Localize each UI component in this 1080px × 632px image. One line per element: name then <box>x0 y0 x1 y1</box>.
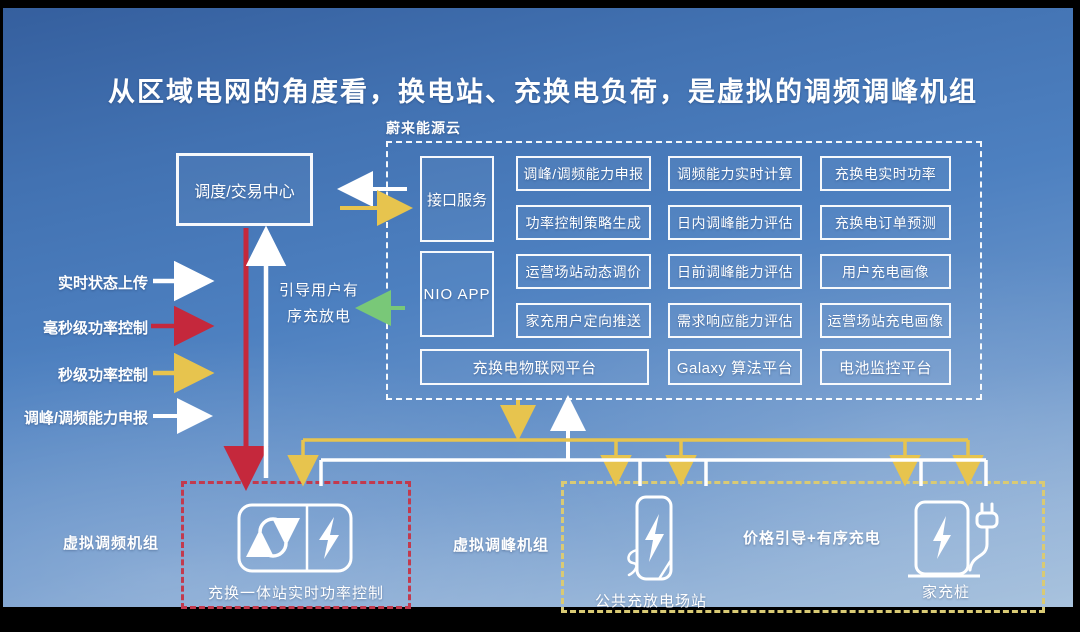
public-station-caption: 公共充放电场站 <box>594 593 707 610</box>
nio-app-box: NIO APP <box>420 251 494 337</box>
cloud-box-dynamic-pricing: 运营场站动态调价 <box>516 254 651 289</box>
cloud-box-battery-monitor-platform: 电池监控平台 <box>820 349 951 385</box>
swap-charge-station-icon <box>237 503 353 573</box>
lightning-bolt-icon <box>933 516 951 559</box>
legend-label-ms-power-control: 毫秒级功率控制 <box>42 320 148 337</box>
slide-background: 从区域电网的角度看，换电站、充换电负荷，是虚拟的调频调峰机组 调度/交易中心 蔚… <box>3 8 1073 613</box>
virtual-freq-unit-label: 虚拟调频机组 <box>63 535 160 552</box>
guide-users-note-line1: 引导用户有 <box>278 282 359 299</box>
swap-charge-station-caption: 充换一体站实时功率控制 <box>207 585 384 602</box>
virtual-peak-unit-box <box>561 481 1045 613</box>
cloud-box-freq-realtime-calc: 调频能力实时计算 <box>668 156 802 191</box>
home-charger-icon <box>908 500 999 578</box>
dispatch-trading-center-box: 调度/交易中心 <box>176 153 313 226</box>
virtual-peak-unit-label: 虚拟调峰机组 <box>453 537 550 554</box>
lightning-bolt-icon <box>645 514 664 562</box>
cloud-box-intraday-peak-eval: 日内调峰能力评估 <box>668 205 802 240</box>
cloud-box-demand-response-eval: 需求响应能力评估 <box>668 303 802 338</box>
legend-label-sec-power-control: 秒级功率控制 <box>57 367 148 384</box>
diagonal-cut <box>657 559 673 580</box>
cloud-box-galaxy-platform: Galaxy 算法平台 <box>668 349 802 385</box>
home-charger-caption: 家充桩 <box>921 584 970 601</box>
cable-icon <box>627 548 639 577</box>
cloud-box-dayahead-peak-eval: 日前调峰能力评估 <box>668 254 802 289</box>
legend-label-capacity-report: 调峰/调频能力申报 <box>23 410 148 427</box>
cloud-box-station-charging-profile: 运营场站充电画像 <box>820 303 951 338</box>
cloud-box-order-forecast: 充换电订单预测 <box>820 205 951 240</box>
swap-arrows-icon <box>246 517 300 558</box>
cloud-box-home-user-push: 家充用户定向推送 <box>516 303 651 338</box>
legend-label-status-upload: 实时状态上传 <box>57 275 148 292</box>
lightning-bolt-icon <box>319 517 339 559</box>
cloud-box-realtime-power: 充换电实时功率 <box>820 156 951 191</box>
guide-users-note-line2: 序充放电 <box>286 308 351 325</box>
public-station-icon <box>627 495 673 581</box>
guide-users-note: 引导用户有 序充放电 <box>271 278 367 330</box>
cloud-box-user-charging-profile: 用户充电画像 <box>820 254 951 289</box>
plug-icon <box>968 502 999 572</box>
interface-service-box: 接口服务 <box>420 156 494 242</box>
slide-title: 从区域电网的角度看，换电站、充换电负荷，是虚拟的调频调峰机组 <box>108 77 978 107</box>
cloud-box-power-strategy: 功率控制策略生成 <box>516 205 651 240</box>
nio-energy-cloud-label: 蔚来能源云 <box>386 120 461 136</box>
cloud-box-capacity-report: 调峰/调频能力申报 <box>516 156 651 191</box>
cloud-box-iot-platform: 充换电物联网平台 <box>420 349 649 385</box>
price-guide-note: 价格引导+有序充电 <box>743 530 881 547</box>
nio-energy-cloud-box <box>386 141 982 400</box>
yellow-control-bus <box>287 438 984 487</box>
